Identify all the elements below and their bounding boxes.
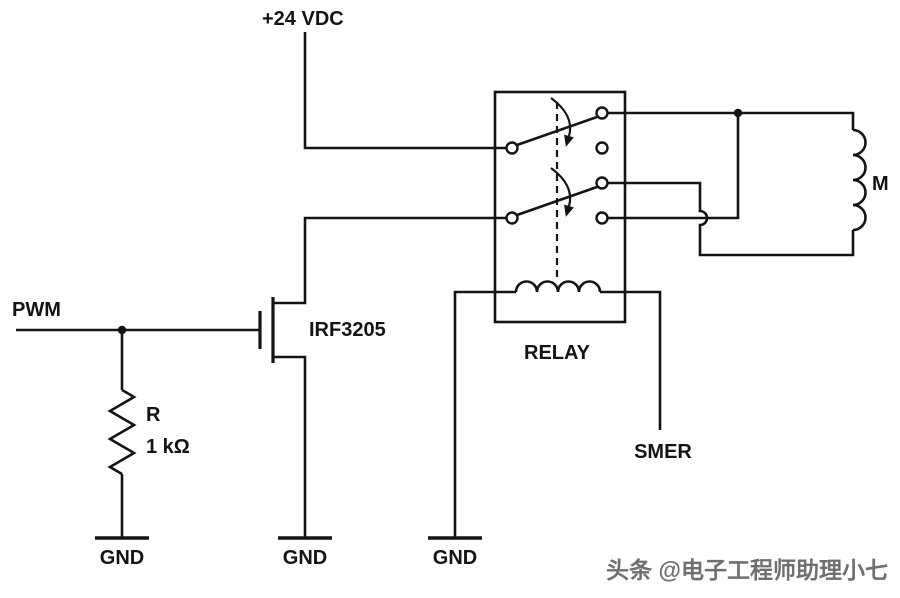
gnd-label-1: GND bbox=[100, 547, 144, 569]
relay-switch2-arm bbox=[516, 185, 598, 217]
relay-coil bbox=[514, 280, 602, 293]
pwm-input: PWM bbox=[12, 299, 259, 335]
pulldown-resistor: R 1 kΩ bbox=[107, 330, 190, 538]
relay-switch1-arrow bbox=[550, 97, 572, 137]
gnd-label-2: GND bbox=[283, 547, 327, 569]
ground-symbols: GND GND GND bbox=[95, 536, 482, 569]
relay-switch1-arrowhead-icon bbox=[564, 134, 574, 147]
motor-label: M bbox=[872, 173, 889, 195]
relay-switch1-arm bbox=[516, 115, 598, 147]
relay-label: RELAY bbox=[524, 342, 591, 364]
resistor-zigzag bbox=[107, 388, 137, 476]
supply-voltage-label: +24 VDC bbox=[262, 8, 344, 30]
contact-cross-wire bbox=[607, 113, 740, 220]
relay-coil-left-lead bbox=[453, 290, 516, 538]
relay-pole1-terminal bbox=[505, 141, 519, 155]
relay-pole2-terminal bbox=[505, 211, 519, 225]
relay-contact1b-terminal bbox=[595, 141, 609, 155]
motor-wiring: M bbox=[607, 108, 889, 257]
relay-contact1a-terminal bbox=[595, 106, 609, 120]
supply-wire bbox=[303, 32, 506, 150]
resistor-designator: R bbox=[146, 404, 161, 426]
gnd-label-3: GND bbox=[433, 547, 477, 569]
pwm-label: PWM bbox=[12, 299, 61, 321]
relay: RELAY SMER bbox=[453, 90, 692, 538]
mosfet-part-number: IRF3205 bbox=[309, 319, 386, 341]
mosfet-source-wire bbox=[274, 355, 307, 538]
motor-bottom-wire bbox=[607, 181, 855, 257]
motor-top-wire bbox=[607, 111, 855, 130]
mosfet-drain-wire bbox=[274, 216, 506, 305]
motor-coil bbox=[852, 128, 867, 232]
relay-switch2-arrow bbox=[550, 167, 572, 207]
relay-contact2b-terminal bbox=[595, 211, 609, 225]
power-supply: +24 VDC bbox=[262, 8, 506, 150]
smer-label: SMER bbox=[634, 441, 692, 463]
wire-junction-dot bbox=[733, 108, 743, 118]
watermark-text: 头条 @电子工程师助理小七 bbox=[606, 557, 888, 583]
resistor-value: 1 kΩ bbox=[146, 436, 190, 458]
relay-switch2-arrowhead-icon bbox=[564, 204, 574, 217]
relay-coil-right-lead bbox=[600, 290, 662, 430]
mosfet: IRF3205 bbox=[258, 216, 506, 538]
relay-outline bbox=[493, 90, 627, 324]
relay-contact2a-terminal bbox=[595, 176, 609, 190]
